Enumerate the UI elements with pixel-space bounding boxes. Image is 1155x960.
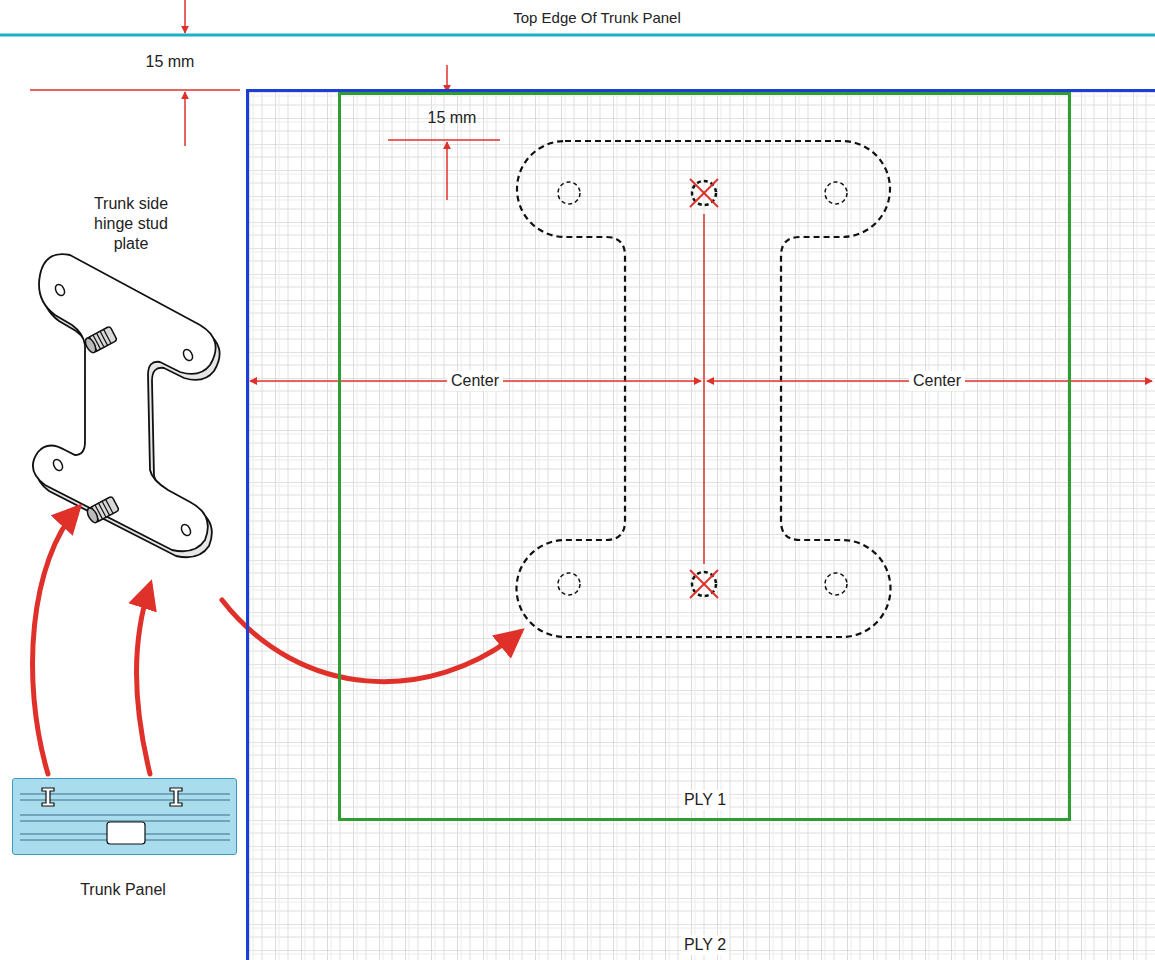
dimension-15mm-inner bbox=[388, 65, 500, 200]
center-arrows bbox=[250, 380, 1152, 382]
ply-2-region: PLY 2 PLY 1 bbox=[246, 89, 1155, 960]
edge-label: Top Edge Of Trunk Panel bbox=[513, 9, 681, 28]
ply-label: PLY 2 bbox=[681, 935, 729, 954]
center-line-vertical bbox=[703, 214, 705, 564]
ply-label: PLY 1 bbox=[681, 790, 729, 809]
threaded-stud bbox=[85, 496, 119, 524]
hinge-plate-illustration bbox=[33, 254, 220, 557]
dimension-text: 15 mm bbox=[146, 52, 195, 72]
ply-label: Trunk Panel bbox=[77, 880, 169, 899]
plate-outline bbox=[517, 141, 891, 637]
ply-1-region: PLY 1 bbox=[338, 92, 1071, 821]
trunk-panel-drawing bbox=[13, 779, 236, 854]
center-label: Center bbox=[909, 371, 965, 391]
bolt-holes bbox=[558, 181, 847, 596]
grid-background bbox=[249, 92, 1155, 960]
stud-cross-marks bbox=[690, 179, 718, 598]
dimension-15mm-outer bbox=[30, 0, 240, 146]
center-label: Center bbox=[447, 371, 503, 391]
dimension-text: 15 mm bbox=[428, 108, 477, 128]
pointer-arrows bbox=[33, 508, 520, 774]
part-name: Trunk side hinge stud plate bbox=[76, 194, 186, 254]
trunk-panel-box: Trunk Panel bbox=[12, 778, 237, 855]
threaded-stud bbox=[83, 326, 117, 354]
panel-top-edge bbox=[0, 34, 1155, 37]
